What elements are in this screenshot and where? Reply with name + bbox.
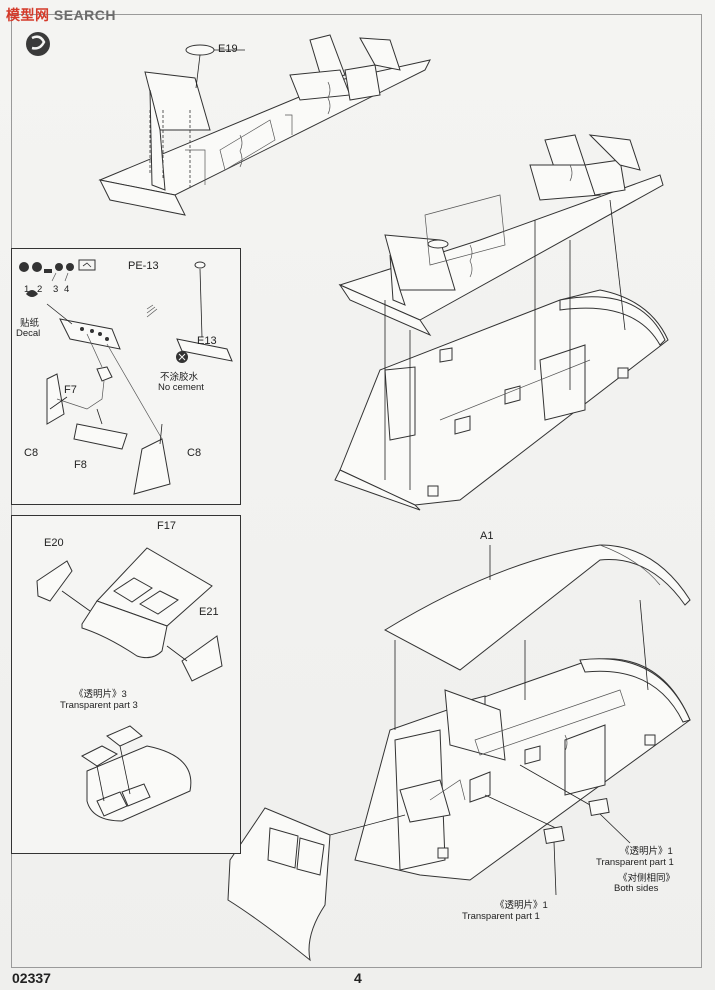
transparent-part-right <box>588 797 610 817</box>
front-cab-piece <box>227 807 331 962</box>
page-number: 4 <box>354 970 362 986</box>
label-e21: E21 <box>199 606 219 618</box>
label-canopy-transparent-cn: 《透明片》3 <box>74 689 127 700</box>
watermark-part3: SEARCH <box>53 7 117 23</box>
label-c8-right: C8 <box>187 447 202 459</box>
label-no-cement-cn: 不涂胶水 <box>160 372 199 383</box>
label-decal-cn: 贴纸 <box>20 318 40 329</box>
top-floor-assembly <box>98 34 431 216</box>
label-a1: A1 <box>480 530 494 542</box>
label-e20: E20 <box>44 537 64 549</box>
label-transparent-right-en: Transparent part 1 <box>596 857 674 868</box>
label-f7: F7 <box>64 384 77 396</box>
dash-num-2: 2 <box>37 284 43 295</box>
dash-num-4: 4 <box>64 284 70 295</box>
label-c8-left: C8 <box>24 447 39 459</box>
label-transparent-right-cn: 《透明片》1 <box>620 846 673 857</box>
panel-canopy: E20 F17 E21 《透明片》3 Transparent part 3 <box>11 515 241 854</box>
logo-icon <box>26 32 50 56</box>
canopy-drawing <box>36 547 223 822</box>
transparent-part-left <box>543 825 565 845</box>
dash-num-1: 1 <box>24 284 30 295</box>
label-f8: F8 <box>74 459 87 471</box>
label-e13: E13 <box>197 335 217 347</box>
label-canopy-transparent-en: Transparent part 3 <box>60 700 138 711</box>
label-e19: E19 <box>218 43 238 55</box>
dash-num-3: 3 <box>53 284 59 295</box>
panel-dashboard: 1 2 3 4 贴纸 Decal PE-13 E13 不涂胶水 No cemen… <box>11 248 241 505</box>
label-f17: F17 <box>157 520 176 532</box>
hull-body-lower <box>329 599 691 881</box>
label-no-cement-en: No cement <box>158 382 204 393</box>
label-pe13: PE-13 <box>128 260 159 272</box>
dashboard-drawing <box>19 259 233 495</box>
watermark-part2: 网 <box>35 7 50 23</box>
roof-a1 <box>383 544 691 671</box>
footer-code: 02337 <box>12 970 51 986</box>
hull-body-upper <box>334 199 669 511</box>
label-decal-en: Decal <box>16 328 41 339</box>
label-both-sides-cn: 《对侧相同》 <box>618 873 676 884</box>
label-transparent-left-en: Transparent part 1 <box>462 911 540 922</box>
watermark-part1: 模型 <box>6 7 35 23</box>
label-transparent-left-cn: 《透明片》1 <box>495 900 548 911</box>
label-both-sides-en: Both sides <box>614 883 659 894</box>
watermark: 模型网 SEARCH <box>6 5 116 25</box>
